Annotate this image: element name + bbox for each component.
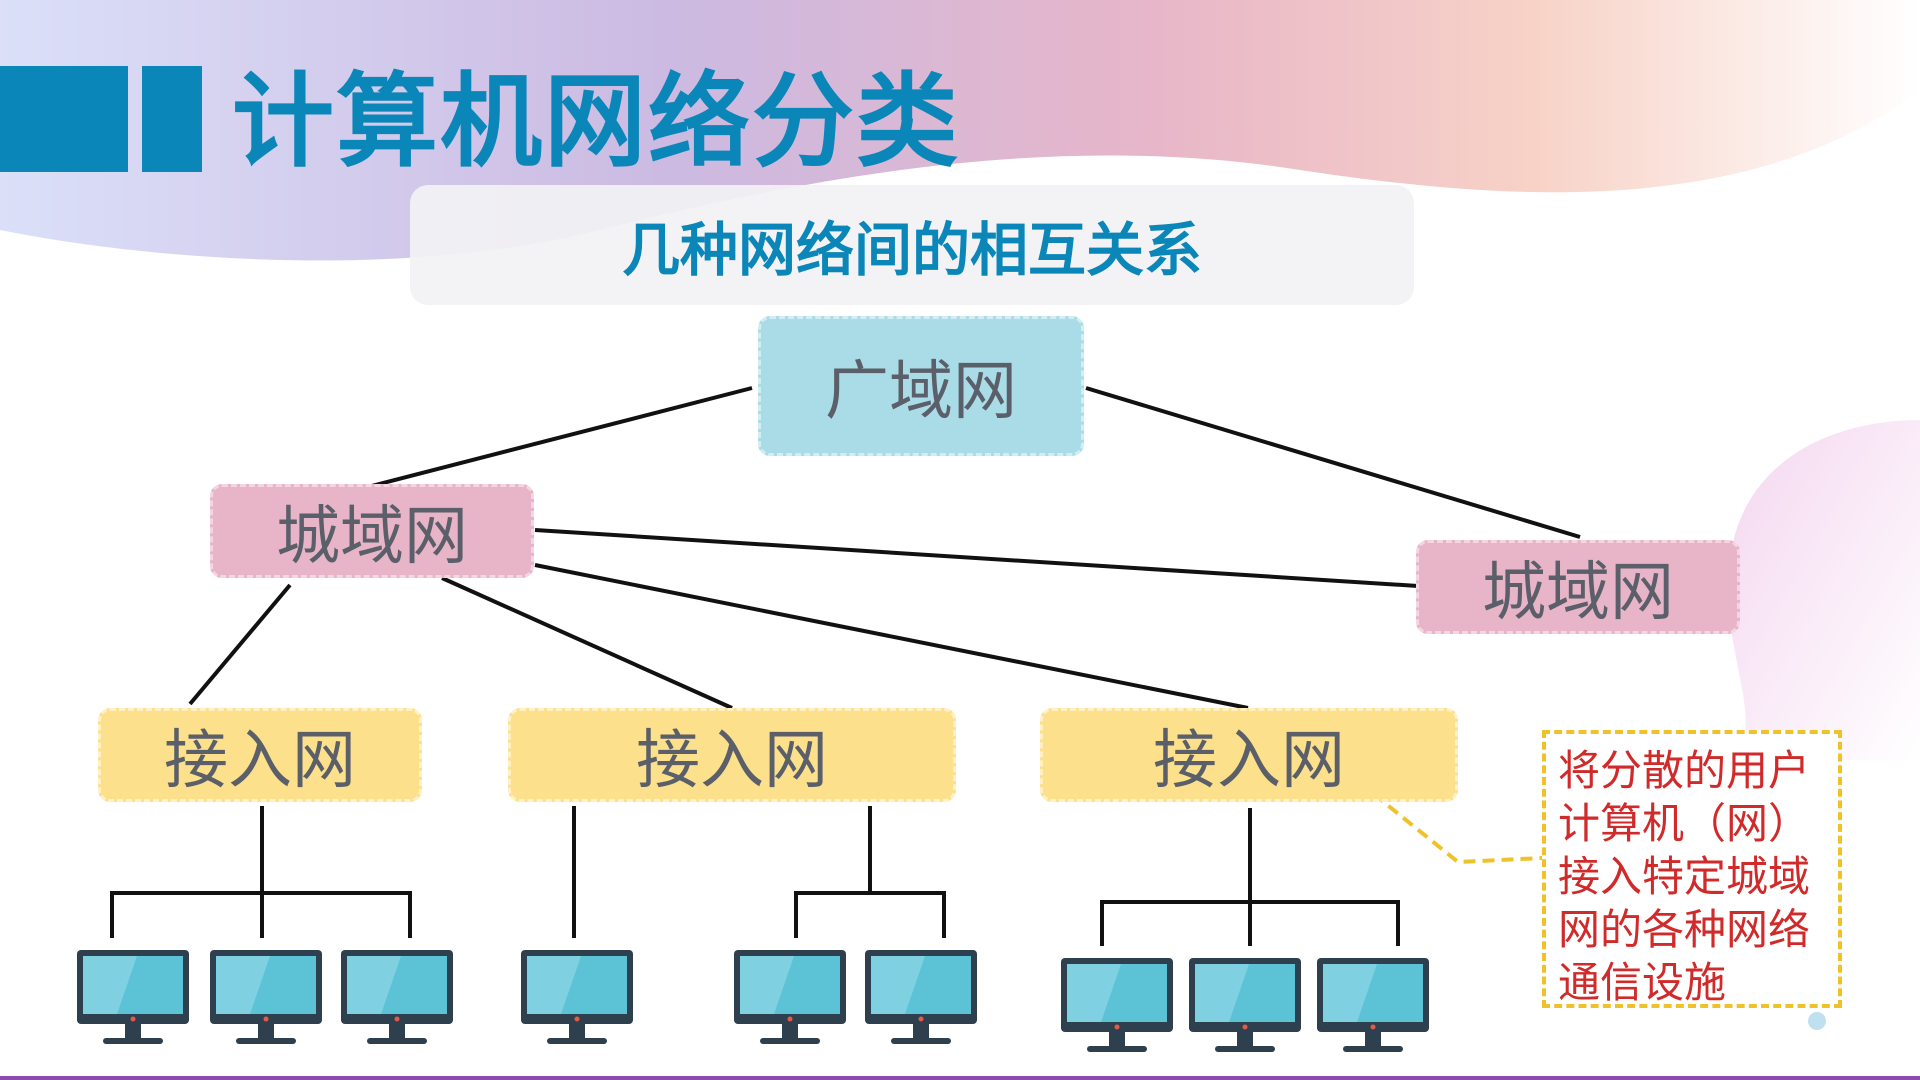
node-man-right: 城域网 — [1416, 540, 1740, 634]
computer-icon — [521, 950, 633, 1048]
node-wan: 广域网 — [758, 316, 1084, 456]
edge-man-access-1 — [188, 583, 292, 706]
decorative-dot — [1808, 1012, 1826, 1030]
computer-icon — [341, 950, 453, 1048]
edge-man-left-man-right — [534, 528, 1419, 588]
computer-icon — [734, 950, 846, 1048]
computer-icon — [1317, 958, 1429, 1056]
edge-wan-man-right — [1085, 386, 1581, 539]
note-text: 将分散的用户 计算机（网） 接入特定城域 网的各种网络 通信设施 — [1558, 746, 1811, 1007]
page-title: 计算机网络分类 — [232, 63, 960, 182]
node-access-1: 接入网 — [98, 708, 422, 802]
bottom-rule — [0, 1076, 1920, 1080]
computer-icon — [1189, 958, 1301, 1056]
title-block-wide — [0, 66, 128, 172]
node-man-left: 城域网 — [210, 484, 534, 578]
computer-icon — [1061, 958, 1173, 1056]
node-access-3: 接入网 — [1040, 708, 1458, 802]
title-block-narrow — [142, 66, 202, 172]
edge-man-access-3 — [534, 563, 1249, 710]
computer-icon — [77, 950, 189, 1048]
node-access-2: 接入网 — [508, 708, 956, 802]
edge-man-access-2 — [441, 576, 733, 710]
access-network-note: 将分散的用户 计算机（网） 接入特定城域 网的各种网络 通信设施 — [1542, 730, 1842, 1008]
subtitle-bar: 几种网络间的相互关系 — [410, 185, 1414, 305]
subtitle: 几种网络间的相互关系 — [621, 216, 1202, 284]
computer-icon — [865, 950, 977, 1048]
edge-wan-man-left — [355, 386, 753, 492]
computer-icon — [210, 950, 322, 1048]
